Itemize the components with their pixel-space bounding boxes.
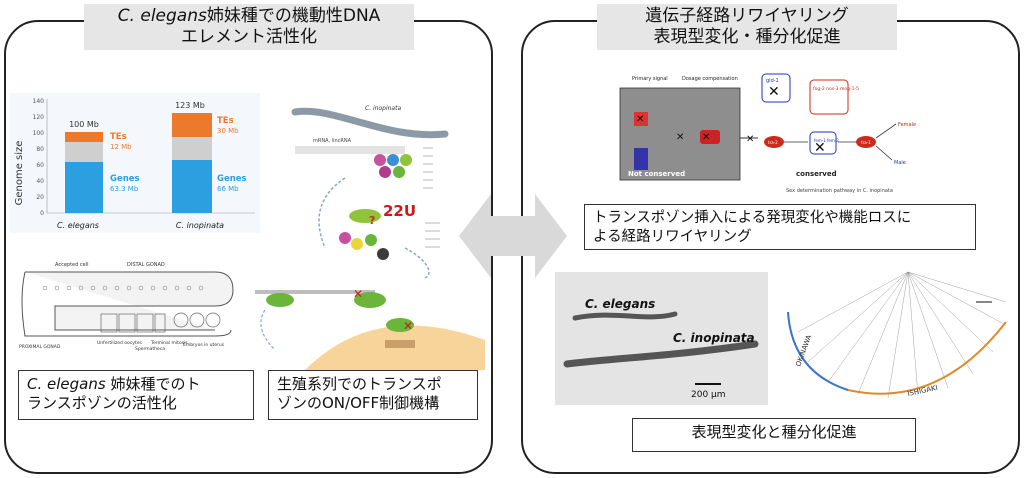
title-line2: エレメント活性化: [181, 27, 317, 47]
y-tick: 20: [36, 194, 44, 201]
label-tes: TEs: [110, 132, 127, 142]
cross-mark: ✕: [403, 319, 413, 333]
species-label: C. inopinata: [176, 221, 224, 230]
y-axis-label: Genome size: [14, 141, 25, 206]
gonad-label: PROXIMAL GONAD: [19, 344, 61, 350]
caption-text: トランスポゾン挿入による発現変化や機能ロスに: [593, 210, 912, 226]
label-conserved: conserved: [796, 170, 837, 178]
label-genes: Genes: [110, 174, 140, 184]
genome-size-chart: Genome size 0 20 40 60 80 100 120 140 10…: [10, 93, 260, 233]
pirna-mechanism-figure: ✕ ✕: [255, 287, 485, 370]
svg-text:✕: ✕: [676, 132, 684, 143]
note-text: mRNA, lincRNA: [313, 138, 352, 144]
svg-text:✕: ✕: [746, 134, 754, 145]
gonad-label: Unfertilized oocytes: [97, 340, 142, 346]
left-panel-title: C. elegans姉妹種での機動性DNA エレメント活性化: [84, 4, 414, 50]
svg-text:✕: ✕: [814, 140, 826, 156]
bar-elegans-genes: [65, 162, 103, 213]
question-mark: ?: [369, 214, 375, 227]
worms-photo: C. elegans C. inopinata 200 μm: [555, 272, 768, 405]
bar-elegans-total: 100 Mb: [69, 120, 99, 129]
label-elegans: C. elegans: [585, 297, 655, 311]
label-male: Male: [894, 160, 906, 166]
bar-elegans-tes: [65, 132, 103, 142]
gonad-label: DISTAL GONAD: [127, 262, 165, 268]
gene-tra1: tra-1: [861, 140, 871, 145]
label-ishigaki: ISHIGAKI: [907, 384, 939, 398]
caption-text: 姉妹種でのト: [105, 375, 201, 393]
bar-inopinata-total: 123 Mb: [175, 101, 205, 110]
gonad-label: Terminal mitosis: [150, 340, 188, 346]
label-tes-value: 12 Mb: [110, 143, 132, 151]
caption-text: 生殖系列でのトランスポ: [277, 375, 442, 393]
title-species: C. elegans: [117, 6, 207, 26]
gonad-diagram: Accepted cell DISTAL GONAD PROXIMAL GONA…: [19, 262, 234, 352]
caption-text: よる経路リワイヤリング: [593, 229, 752, 245]
svg-text:✕: ✕: [636, 114, 644, 125]
label-genes-value: 66 Mb: [217, 185, 239, 193]
bar-elegans-other: [65, 142, 103, 162]
svg-text:✕: ✕: [702, 132, 710, 143]
gene-tra2: tra-2: [768, 140, 778, 145]
label-genes-value: 63.3 Mb: [110, 185, 139, 193]
gene-fog: fog-2 nos-3 mog-1-5: [813, 86, 859, 92]
title-line1: 遺伝子経路リワイヤリング: [645, 6, 849, 26]
scale-bar-label: 200 μm: [691, 390, 726, 400]
gonad-label: Accepted cell: [55, 262, 88, 268]
y-tick: 0: [40, 210, 44, 217]
caption-species: C. elegans: [27, 375, 106, 393]
species-label: C. inopinata: [365, 105, 401, 112]
worm-image: [291, 107, 449, 139]
label-tes: TEs: [217, 116, 234, 126]
bar-inopinata-tes: [172, 113, 212, 137]
label-genes: Genes: [217, 174, 247, 184]
y-tick: 140: [33, 98, 45, 105]
caption-pathway-rewiring: トランスポゾン挿入による発現変化や機能ロスに よる経路リワイヤリング: [584, 204, 976, 250]
cross-mark: ✕: [353, 287, 363, 301]
bar-inopinata-genes: [172, 160, 212, 213]
gene-gld1: gld-1: [766, 78, 779, 84]
bar-inopinata-other: [172, 137, 212, 160]
pathway-header: Primary signal: [632, 76, 668, 82]
pathway-footer: Sex determination pathway in C. inopinat…: [786, 188, 893, 194]
pathway-header: Dosage compensation: [682, 76, 738, 82]
y-tick: 80: [36, 146, 44, 153]
caption-text: ランスポゾンの活性化: [27, 394, 177, 412]
label-tes-value: 30 Mb: [217, 127, 239, 135]
y-tick: 120: [33, 114, 45, 121]
caption-text: ゾンのON/OFF制御機構: [277, 394, 440, 412]
double-arrow-icon: [459, 194, 567, 278]
label-inopinata: C. inopinata: [673, 331, 755, 345]
y-tick: 60: [36, 162, 44, 169]
caption-transposon-activation: C. elegans 姉妹種でのト ランスポゾンの活性化: [18, 370, 254, 420]
y-tick: 100: [33, 130, 45, 137]
species-label: C. elegans: [57, 221, 99, 230]
svg-text:✕: ✕: [768, 84, 780, 100]
label-not-conserved: Not conserved: [628, 170, 685, 178]
sex-determination-pathway: Primary signal Dosage compensation ✕ ✕ ✕…: [619, 73, 916, 194]
badge-22u: 22U: [383, 202, 416, 220]
y-tick: 40: [36, 178, 44, 185]
caption-speciation: 表現型変化と種分化促進: [632, 418, 916, 452]
transposon-regulation-figure: C. inopinata mRNA, lincRNA ? 22U: [291, 105, 449, 278]
gonad-label: Spermatheca: [135, 346, 165, 352]
caption-text: 表現型変化と種分化促進: [691, 423, 857, 441]
phylogeny-fan: OKINAWA ISHIGAKI: [787, 271, 1007, 399]
title-line2: 表現型変化・種分化促進: [653, 27, 841, 47]
gene-fem: fem-1 fem-2: [814, 138, 839, 143]
caption-onoff-control: 生殖系列でのトランスポ ゾンのON/OFF制御機構: [268, 370, 478, 420]
label-female: Female: [898, 122, 916, 128]
right-panel-title: 遺伝子経路リワイヤリング 表現型変化・種分化促進: [597, 4, 897, 50]
title-rest: 姉妹種での機動性DNA: [206, 6, 381, 26]
gonad-label: Embryos in uterus: [183, 342, 225, 348]
